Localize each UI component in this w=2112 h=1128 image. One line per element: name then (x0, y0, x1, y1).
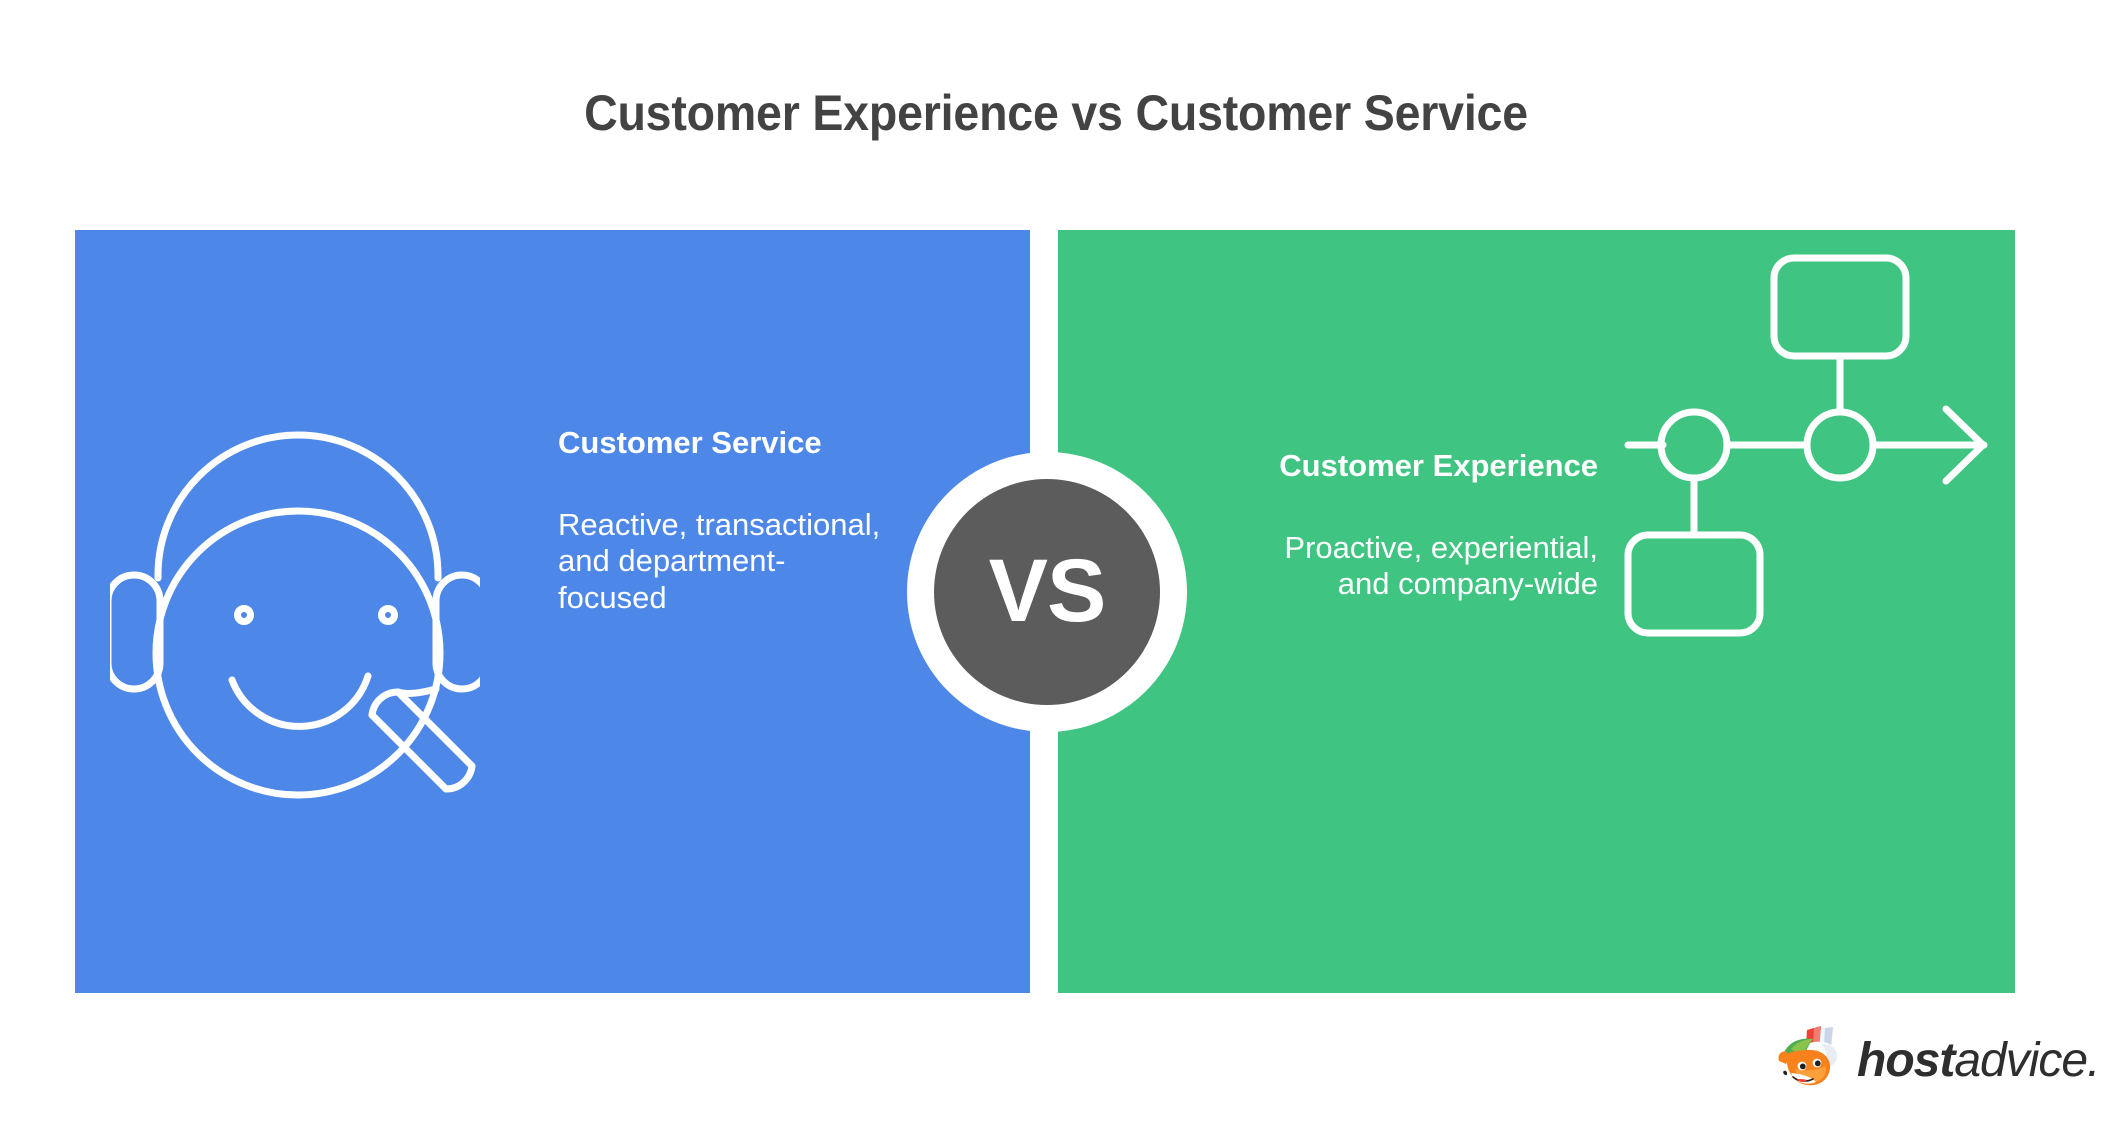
panel-customer-experience: Customer Experience Proactive, experient… (1058, 230, 2015, 993)
logo-advice-text: advice. (1954, 1033, 2100, 1087)
hostadvice-logo[interactable]: hostadvice. (1773, 1020, 2100, 1100)
vs-badge-circle: VS (934, 479, 1160, 705)
vs-badge-label: VS (988, 539, 1107, 640)
left-panel-body: Reactive, transactional, and department-… (558, 506, 881, 615)
right-panel-heading: Customer Experience (1279, 448, 1598, 483)
panel-customer-service: Customer Service Reactive, transactional… (75, 230, 1030, 993)
right-panel-body: Proactive, experiential, and company-wid… (1284, 529, 1598, 602)
right-panel-text: Customer Experience Proactive, experient… (1248, 448, 1598, 603)
page-title: Customer Experience vs Customer Service (584, 85, 1528, 141)
left-panel-text: Customer Service Reactive, transactional… (558, 425, 888, 616)
journey-flowchart-arrow-icon (1598, 230, 2015, 650)
vs-badge: VS (907, 452, 1187, 732)
hostadvice-fox-icon (1778, 1026, 1837, 1086)
hostadvice-wordmark: hostadvice. (1857, 1033, 2100, 1088)
support-headset-smiley-magnifier-icon (104, 400, 492, 800)
logo-host-text: host (1857, 1033, 1955, 1087)
left-panel-heading: Customer Service (558, 425, 822, 460)
